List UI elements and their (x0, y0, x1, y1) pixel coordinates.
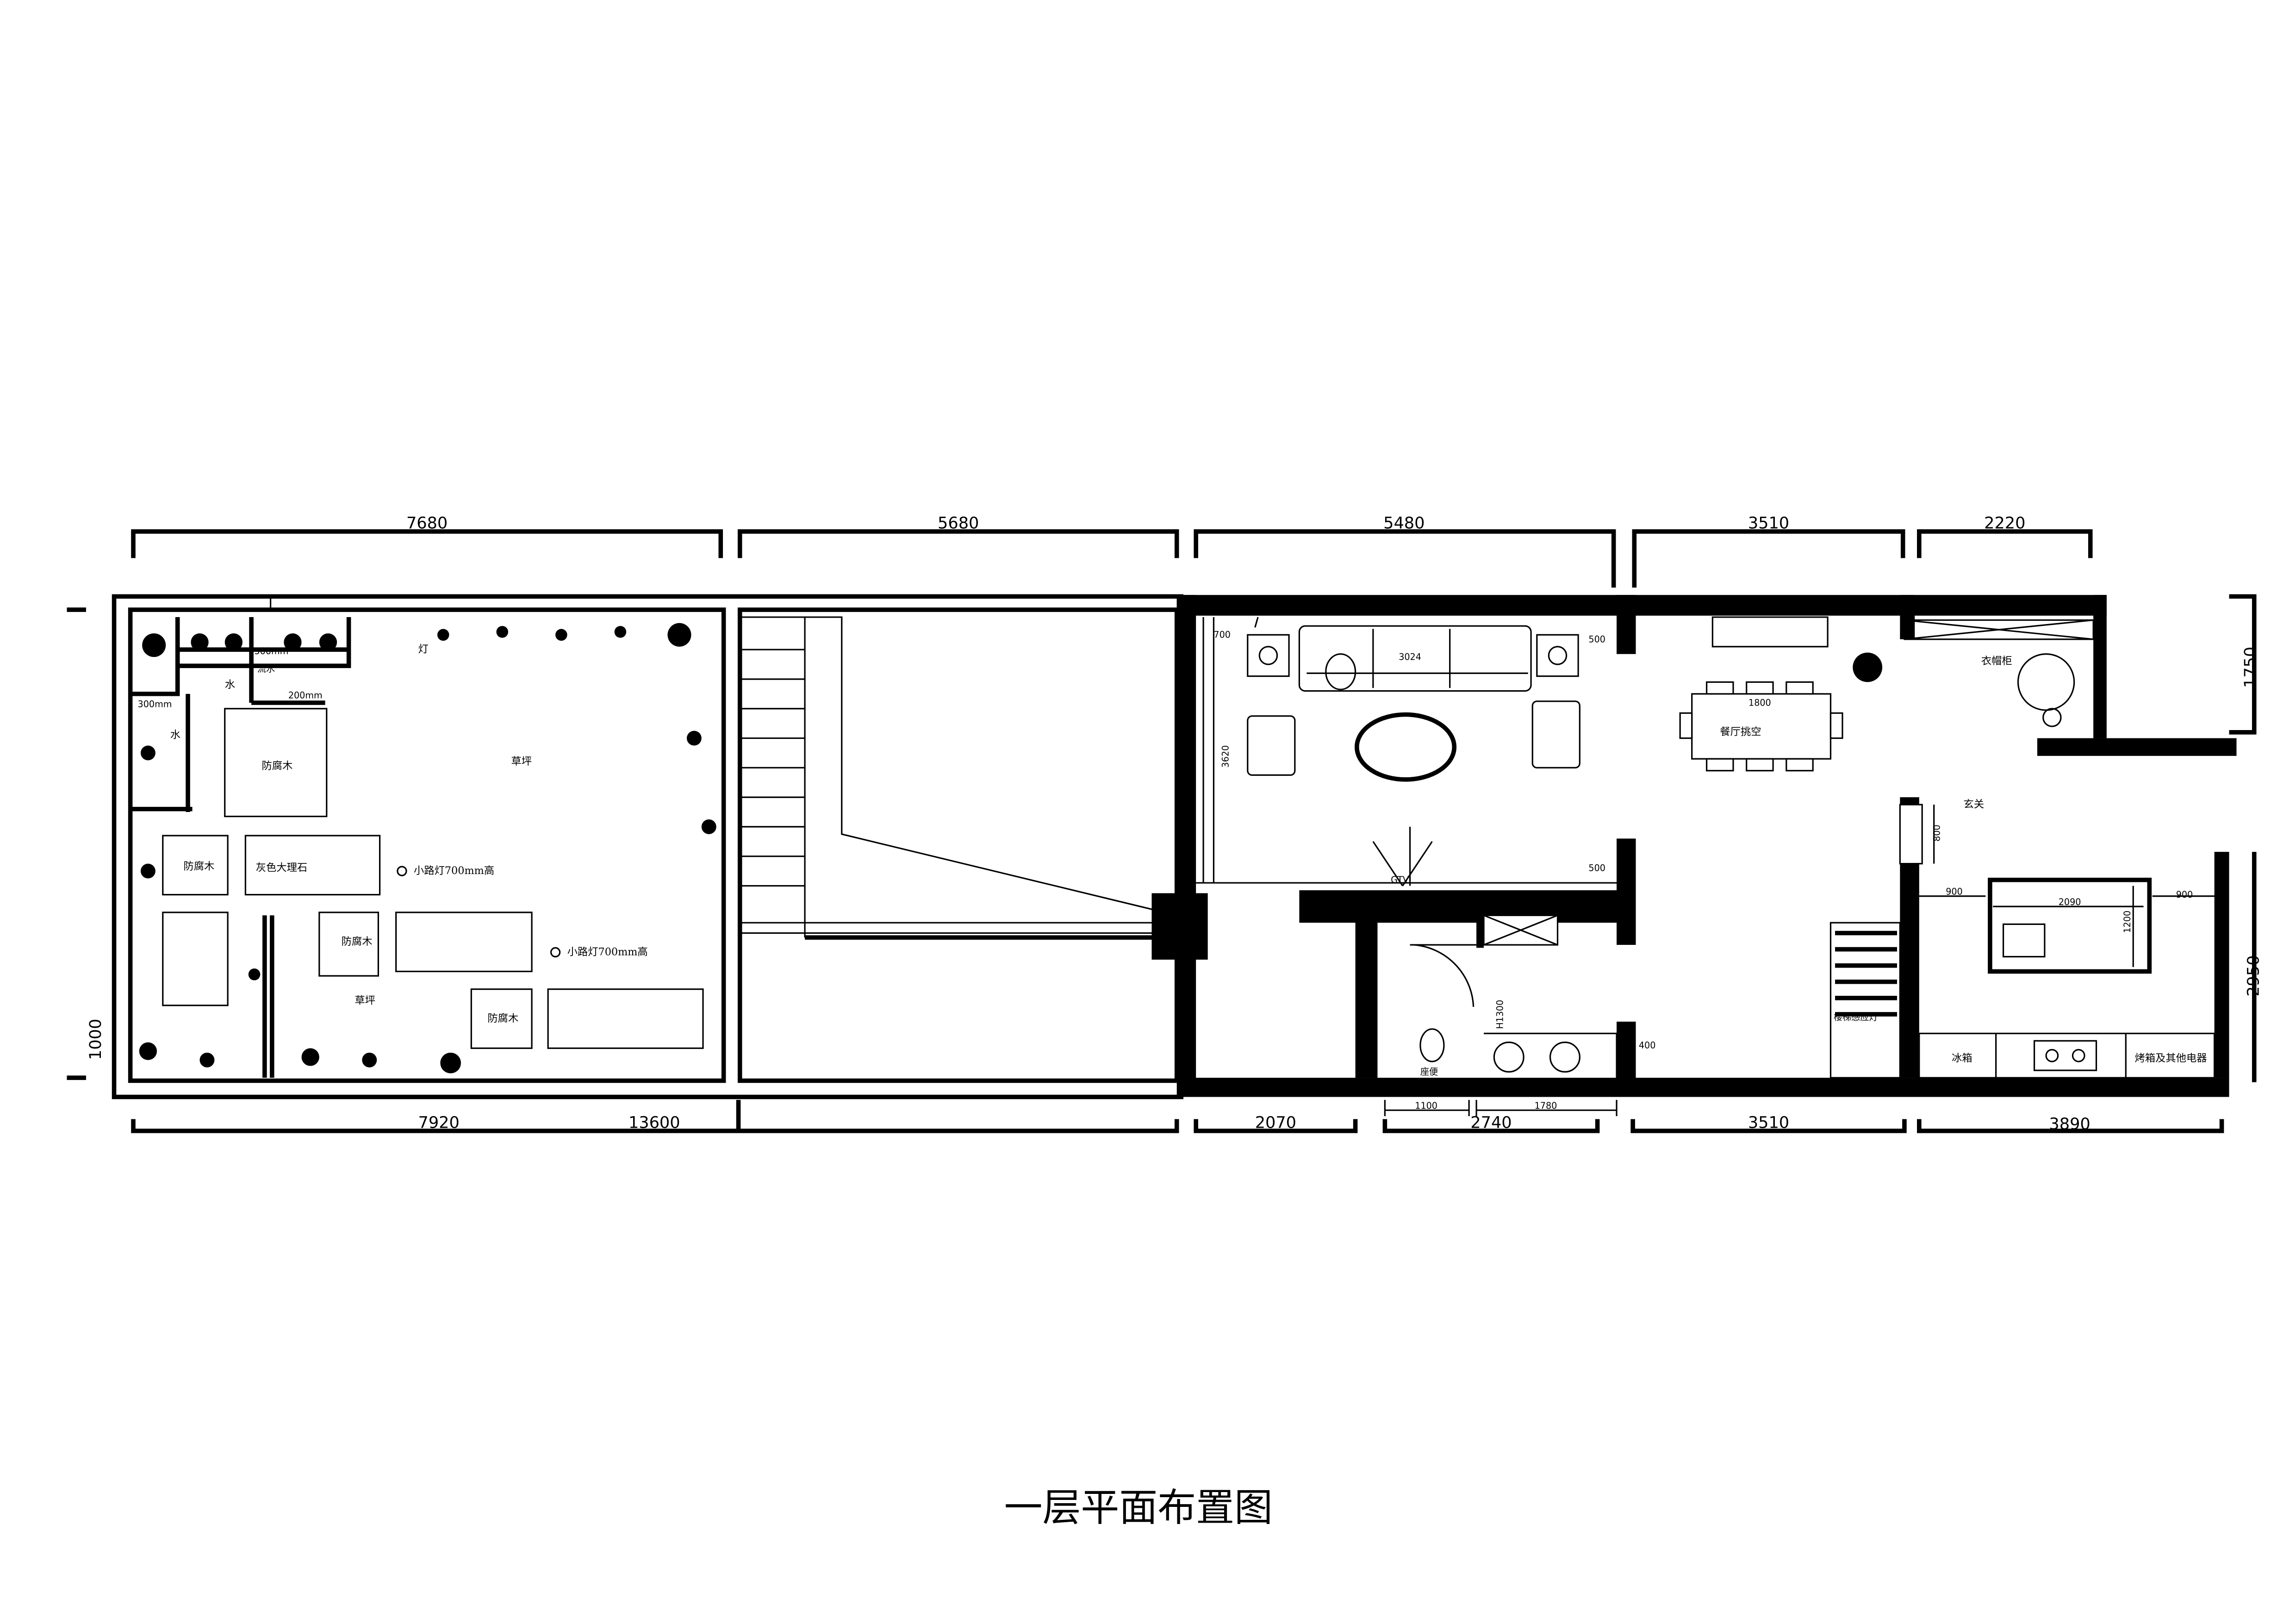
side-table (1247, 634, 1290, 677)
dim-900-right: 900 (2176, 889, 2193, 900)
sink-icon (2002, 923, 2046, 958)
dim-top-1: 7680 (406, 514, 448, 533)
kitchen (1918, 877, 2215, 1079)
dim-top-2: 5680 (938, 514, 979, 533)
garden-wood-2: 防腐木 (183, 860, 214, 872)
coffee-table (1354, 712, 1457, 782)
dim-1200: 1200 (2122, 911, 2133, 933)
top-dimensions (131, 529, 2093, 588)
dim-left: 1000 (86, 1018, 105, 1060)
walls (1151, 595, 2237, 1097)
person-icon (1325, 653, 1356, 690)
basin-icon (1549, 1041, 1580, 1073)
dim-h1300: H1300 (1494, 1000, 1505, 1029)
dim-top-4: 3510 (1748, 514, 1789, 533)
deck-wood-3 (318, 912, 379, 977)
dim-bottom-2: 13600 (628, 1113, 680, 1132)
deck-wood-1 (224, 708, 328, 818)
kitchen-island (1988, 877, 2152, 974)
garden-dim-500: 500mm (255, 646, 289, 656)
marble-paving (244, 835, 381, 896)
garden-light: 灯 (418, 643, 428, 656)
garden-lawn-1: 草坪 (511, 756, 532, 768)
side-dimensions (67, 594, 2257, 1082)
wardrobe-label: 衣帽柜 (1981, 655, 2012, 667)
dining-table (1679, 616, 1883, 772)
dim-bottom-1: 7920 (418, 1113, 460, 1132)
armchair (1247, 715, 1296, 776)
dim-2090: 2090 (2059, 897, 2081, 907)
dim-800: 800 (1931, 824, 1942, 842)
dim-bottom-5: 3510 (1748, 1113, 1789, 1132)
garden-flowing-water: 流水 (257, 663, 275, 674)
garden-dim-300: 300mm (138, 699, 172, 710)
bathroom (1410, 914, 1618, 1078)
garden-lawn-2: 草坪 (355, 995, 375, 1007)
dim-top-5: 2220 (1984, 514, 2025, 533)
dim-400: 400 (1639, 1040, 1656, 1050)
garden-water-1: 水 (225, 679, 235, 691)
oven-label: 烤箱及其他电器 (2134, 1052, 2207, 1064)
fridge-label: 冰箱 (1952, 1052, 1972, 1064)
basin-icon (1493, 1041, 1524, 1073)
garden-wood-1: 防腐木 (261, 760, 292, 772)
dim-bottom-small-1: 1100 (1415, 1100, 1437, 1111)
dim-1800: 1800 (1748, 697, 1771, 708)
plants-icon (139, 623, 716, 1074)
garden-water-2: 水 (170, 729, 180, 741)
dim-500-tv: 500 (1588, 863, 1605, 874)
bottom-dimensions (131, 1099, 2224, 1133)
sofa (1298, 625, 1532, 692)
page-title: 一层平面布置图 (1004, 1485, 1273, 1530)
deck-wood-2 (162, 835, 229, 896)
dining-label: 餐厅挑空 (1720, 726, 1761, 738)
dim-700: 700 (1213, 630, 1231, 640)
side-table (1536, 634, 1579, 677)
garden-path-light-2: 小路灯700mm高 (567, 946, 648, 958)
paving-stone (547, 988, 704, 1049)
dim-bottom-3: 2070 (1255, 1113, 1296, 1132)
stair-void (737, 607, 1179, 1083)
stair-light-label: 楼梯感应灯 (1834, 1012, 1878, 1023)
garden-wood-4: 防腐木 (487, 1012, 518, 1024)
garden-wood-3: 防腐木 (342, 936, 373, 948)
entrance-label: 玄关 (1963, 798, 1984, 810)
dim-right-2: 2950 (2244, 955, 2263, 996)
living-furniture (1247, 617, 1580, 887)
paving-stone (395, 912, 533, 973)
garden-path-light-1: 小路灯700mm高 (414, 865, 494, 877)
dim-bottom-small-2: 1780 (1535, 1100, 1557, 1111)
dim-3620: 3620 (1220, 745, 1231, 768)
sideboard (1711, 616, 1829, 648)
dim-sofa: 3024 (1399, 652, 1421, 662)
path-light-icon (550, 947, 561, 958)
dim-500-top: 500 (1588, 634, 1605, 644)
garden (112, 594, 1184, 1099)
tv-label: GTV (1391, 874, 1409, 885)
dim-right-1: 1750 (2241, 647, 2260, 688)
round-seat (2017, 653, 2075, 711)
path-light-icon (397, 866, 407, 876)
deck-wood-4 (470, 988, 533, 1049)
cooktop-icon (2033, 1040, 2097, 1071)
armchair (1531, 700, 1580, 768)
shoe-cabinet (1899, 804, 1923, 865)
dim-bottom-6: 3890 (2049, 1115, 2090, 1134)
toilet-icon (1419, 1028, 1445, 1062)
plant-icon (1853, 652, 1883, 682)
dim-bottom-4: 2740 (1470, 1113, 1512, 1132)
entry-stair (1829, 922, 1901, 1079)
dim-900-left: 900 (1946, 887, 1963, 897)
lounge-pad (162, 912, 229, 1006)
bottom-small-dimensions (1384, 1099, 1618, 1116)
garden-marble: 灰色大理石 (256, 862, 308, 874)
garden-dim-200: 200mm (288, 690, 323, 700)
toilet-label: 座便 (1420, 1067, 1438, 1077)
dim-top-3: 5480 (1383, 514, 1425, 533)
